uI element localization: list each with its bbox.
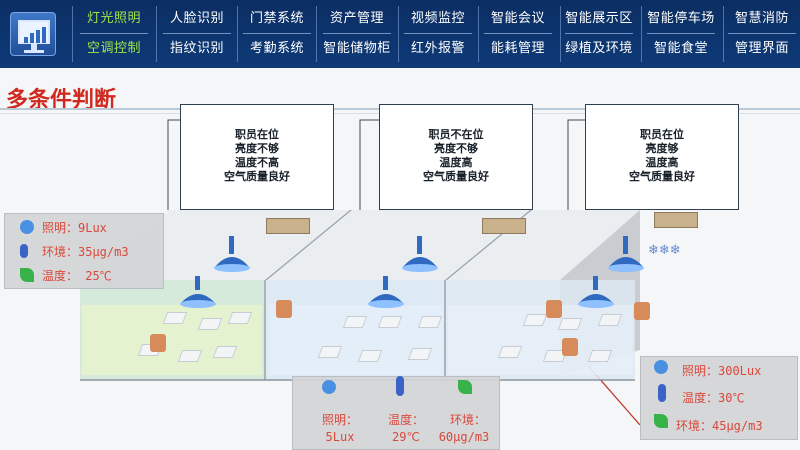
- employee-avatar-icon: [634, 302, 650, 320]
- snowflake-cooling-icon: ❄❄❄: [648, 243, 681, 258]
- employee-avatar-icon: [276, 300, 292, 318]
- thermometer-icon: [20, 244, 28, 258]
- thermometer-icon: [658, 384, 666, 402]
- callout-line: 空气质量良好: [224, 170, 290, 183]
- middle-environment-label: 环境：: [449, 413, 486, 427]
- nav-item-fingerprint[interactable]: 指纹识别: [169, 41, 224, 56]
- right-environment-value: 环境：45μg/m3: [676, 419, 763, 433]
- left-lighting-value: 照明：9Lux: [42, 221, 107, 235]
- nav-item-greenery-environment[interactable]: 绿植及环境: [565, 41, 633, 56]
- left-environment-value: 环境：35μg/m3: [42, 245, 129, 259]
- left-temperature-value: 温度： 25℃: [42, 269, 112, 283]
- nav-item-access-control[interactable]: 门禁系统: [237, 4, 317, 34]
- middle-environment-value: 60μg/m3: [438, 430, 490, 444]
- nav-item-smart-exhibition[interactable]: 智能展示区: [559, 4, 639, 34]
- dashboard-monitor-icon[interactable]: [10, 12, 56, 56]
- callout-line: 职员在位: [235, 128, 279, 141]
- light-bulb-icon: [654, 360, 668, 374]
- light-bulb-icon: [20, 220, 34, 234]
- callout-line: 职员不在位: [428, 128, 484, 141]
- callout-line: 亮度不够: [235, 142, 279, 155]
- condition-callout-left: 职员在位 亮度不够 温度不高 空气质量良好: [180, 104, 334, 210]
- middle-temperature-label: 温度：: [387, 413, 424, 427]
- thermometer-icon: [396, 376, 404, 396]
- callout-line: 温度高: [439, 156, 473, 169]
- nav-item-smart-parking[interactable]: 智能停车场: [641, 4, 721, 34]
- condition-callout-middle: 职员不在位 亮度不够 温度高 空气质量良好: [379, 104, 533, 210]
- nav-item-smart-locker[interactable]: 智能储物柜: [323, 41, 391, 56]
- callout-line: 空气质量良好: [423, 170, 489, 183]
- nav-item-lighting[interactable]: 灯光照明: [74, 4, 154, 34]
- leaf-icon: [654, 414, 668, 428]
- nav-item-admin-interface[interactable]: 管理界面: [734, 41, 789, 56]
- nav-item-infrared-alarm[interactable]: 红外报警: [410, 41, 465, 56]
- nav-item-smart-meeting[interactable]: 智能会议: [478, 4, 558, 34]
- nav-item-face-recognition[interactable]: 人脸识别: [157, 4, 237, 34]
- air-conditioner-icon: [654, 212, 698, 228]
- top-nav-bar: 灯光照明 人脸识别 门禁系统 资产管理 视频监控 智能会议 智能展示区 智能停车…: [0, 0, 800, 68]
- ceiling-lamp-icon: [608, 236, 644, 272]
- air-conditioner-icon: [482, 218, 526, 234]
- callout-line: 温度不高: [235, 156, 279, 169]
- middle-temperature-value: 29℃: [392, 430, 420, 444]
- employee-avatar-icon: [546, 300, 562, 318]
- callout-line: 职员在位: [640, 128, 684, 141]
- ceiling-lamp-icon: [578, 276, 614, 308]
- nav-item-smart-fire[interactable]: 智慧消防: [722, 4, 800, 34]
- ceiling-lamp-icon: [402, 236, 438, 272]
- nav-item-attendance[interactable]: 考勤系统: [249, 41, 304, 56]
- employee-avatar-icon: [562, 338, 578, 356]
- leaf-icon: [20, 268, 34, 282]
- ceiling-lamp-icon: [214, 236, 250, 272]
- nav-item-smart-canteen[interactable]: 智能食堂: [653, 41, 708, 56]
- condition-callout-right: 职员在位 亮度够 温度高 空气质量良好: [585, 104, 739, 210]
- ceiling-lamp-icon: [368, 276, 404, 308]
- middle-lighting-label: 照明：: [321, 413, 358, 427]
- callout-line: 空气质量良好: [629, 170, 695, 183]
- right-temperature-value: 温度：30℃: [682, 391, 745, 405]
- callout-line: 亮度够: [645, 142, 679, 155]
- middle-lighting-value: 5Lux: [325, 430, 355, 444]
- employee-avatar-icon: [150, 334, 166, 352]
- air-conditioner-icon: [266, 218, 310, 234]
- ceiling-lamp-icon: [180, 276, 216, 308]
- right-lighting-value: 照明：300Lux: [682, 364, 762, 378]
- nav-item-air-conditioning[interactable]: 空调控制: [86, 41, 141, 56]
- callout-line: 亮度不够: [434, 142, 478, 155]
- light-bulb-icon: [322, 380, 336, 394]
- nav-item-asset-management[interactable]: 资产管理: [317, 4, 397, 34]
- leaf-icon: [458, 380, 472, 394]
- nav-item-video-monitoring[interactable]: 视频监控: [398, 4, 478, 34]
- nav-item-energy-management[interactable]: 能耗管理: [490, 41, 545, 56]
- callout-line: 温度高: [645, 156, 679, 169]
